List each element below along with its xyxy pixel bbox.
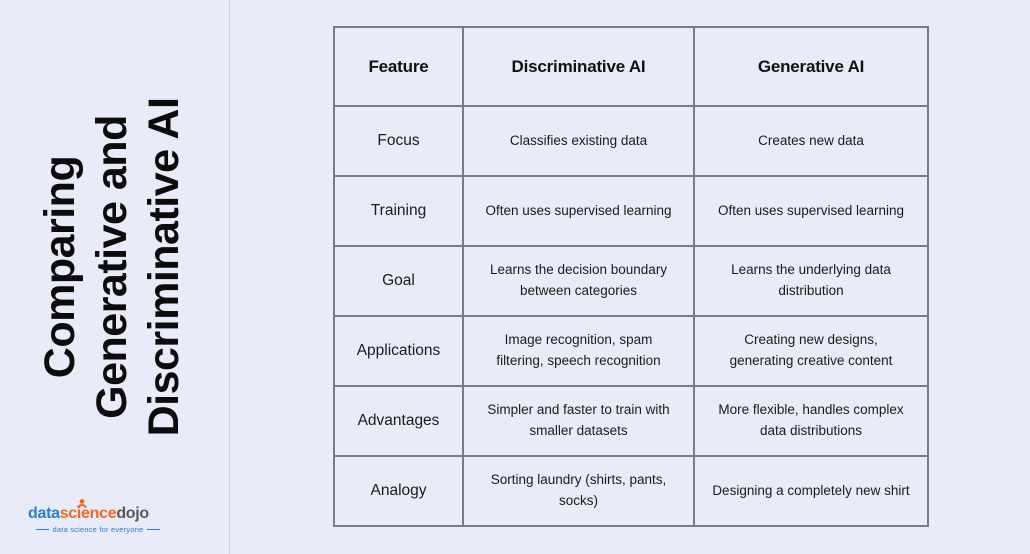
title-line-1: Comparing: [36, 155, 84, 379]
comparison-table: Feature Discriminative AI Generative AI …: [333, 26, 929, 527]
row-label: Focus: [333, 105, 464, 177]
logo-part-dojo: dojo: [116, 505, 149, 522]
row-label: Goal: [333, 245, 464, 317]
cell-generative: Designing a completely new shirt: [693, 455, 929, 527]
row-label: Applications: [333, 315, 464, 387]
table-row-advantages: Advantages Simpler and faster to train w…: [333, 385, 929, 457]
title-line-2: Generative and: [88, 115, 136, 419]
cell-generative: More flexible, handles complex data dist…: [693, 385, 929, 457]
row-label: Analogy: [333, 455, 464, 527]
column-header-generative-ai: Generative AI: [693, 26, 929, 107]
column-header-feature: Feature: [333, 26, 464, 107]
cell-discriminative: Sorting laundry (shirts, pants, socks): [462, 455, 695, 527]
logo-part-science: science: [59, 505, 117, 522]
column-header-discriminative-ai: Discriminative AI: [462, 26, 695, 107]
table-row-analogy: Analogy Sorting laundry (shirts, pants, …: [333, 455, 929, 527]
person-icon: [77, 499, 87, 508]
cell-discriminative: Learns the decision boundary between cat…: [462, 245, 695, 317]
table-header-row: Feature Discriminative AI Generative AI: [333, 26, 929, 107]
row-label: Advantages: [333, 385, 464, 457]
logo-wordmark: datasciencedojo: [28, 499, 168, 523]
tagline-dash-right: [147, 529, 161, 530]
table-row-goal: Goal Learns the decision boundary betwee…: [333, 245, 929, 317]
table-row-training: Training Often uses supervised learning …: [333, 175, 929, 247]
cell-generative: Creating new designs, generating creativ…: [693, 315, 929, 387]
title-line-3: Discriminative AI: [140, 97, 188, 437]
cell-generative: Creates new data: [693, 105, 929, 177]
datasciencedojo-logo: datasciencedojo data science for everyon…: [28, 499, 168, 534]
cell-discriminative: Simpler and faster to train with smaller…: [462, 385, 695, 457]
cell-discriminative: Image recognition, spam filtering, speec…: [462, 315, 695, 387]
cell-generative: Learns the underlying data distribution: [693, 245, 929, 317]
cell-generative: Often uses supervised learning: [693, 175, 929, 247]
cell-discriminative: Often uses supervised learning: [462, 175, 695, 247]
logo-part-data: data: [28, 505, 60, 522]
tagline-dash-left: [35, 529, 49, 530]
logo-tagline: data science for everyone: [28, 525, 168, 534]
table-row-focus: Focus Classifies existing data Creates n…: [333, 105, 929, 177]
row-label: Training: [333, 175, 464, 247]
slide-guide-line: [229, 0, 230, 554]
slide-title: Comparing Generative and Discriminative …: [34, 42, 190, 492]
tagline-text: data science for everyone: [52, 525, 144, 534]
cell-discriminative: Classifies existing data: [462, 105, 695, 177]
table-row-applications: Applications Image recognition, spam fil…: [333, 315, 929, 387]
